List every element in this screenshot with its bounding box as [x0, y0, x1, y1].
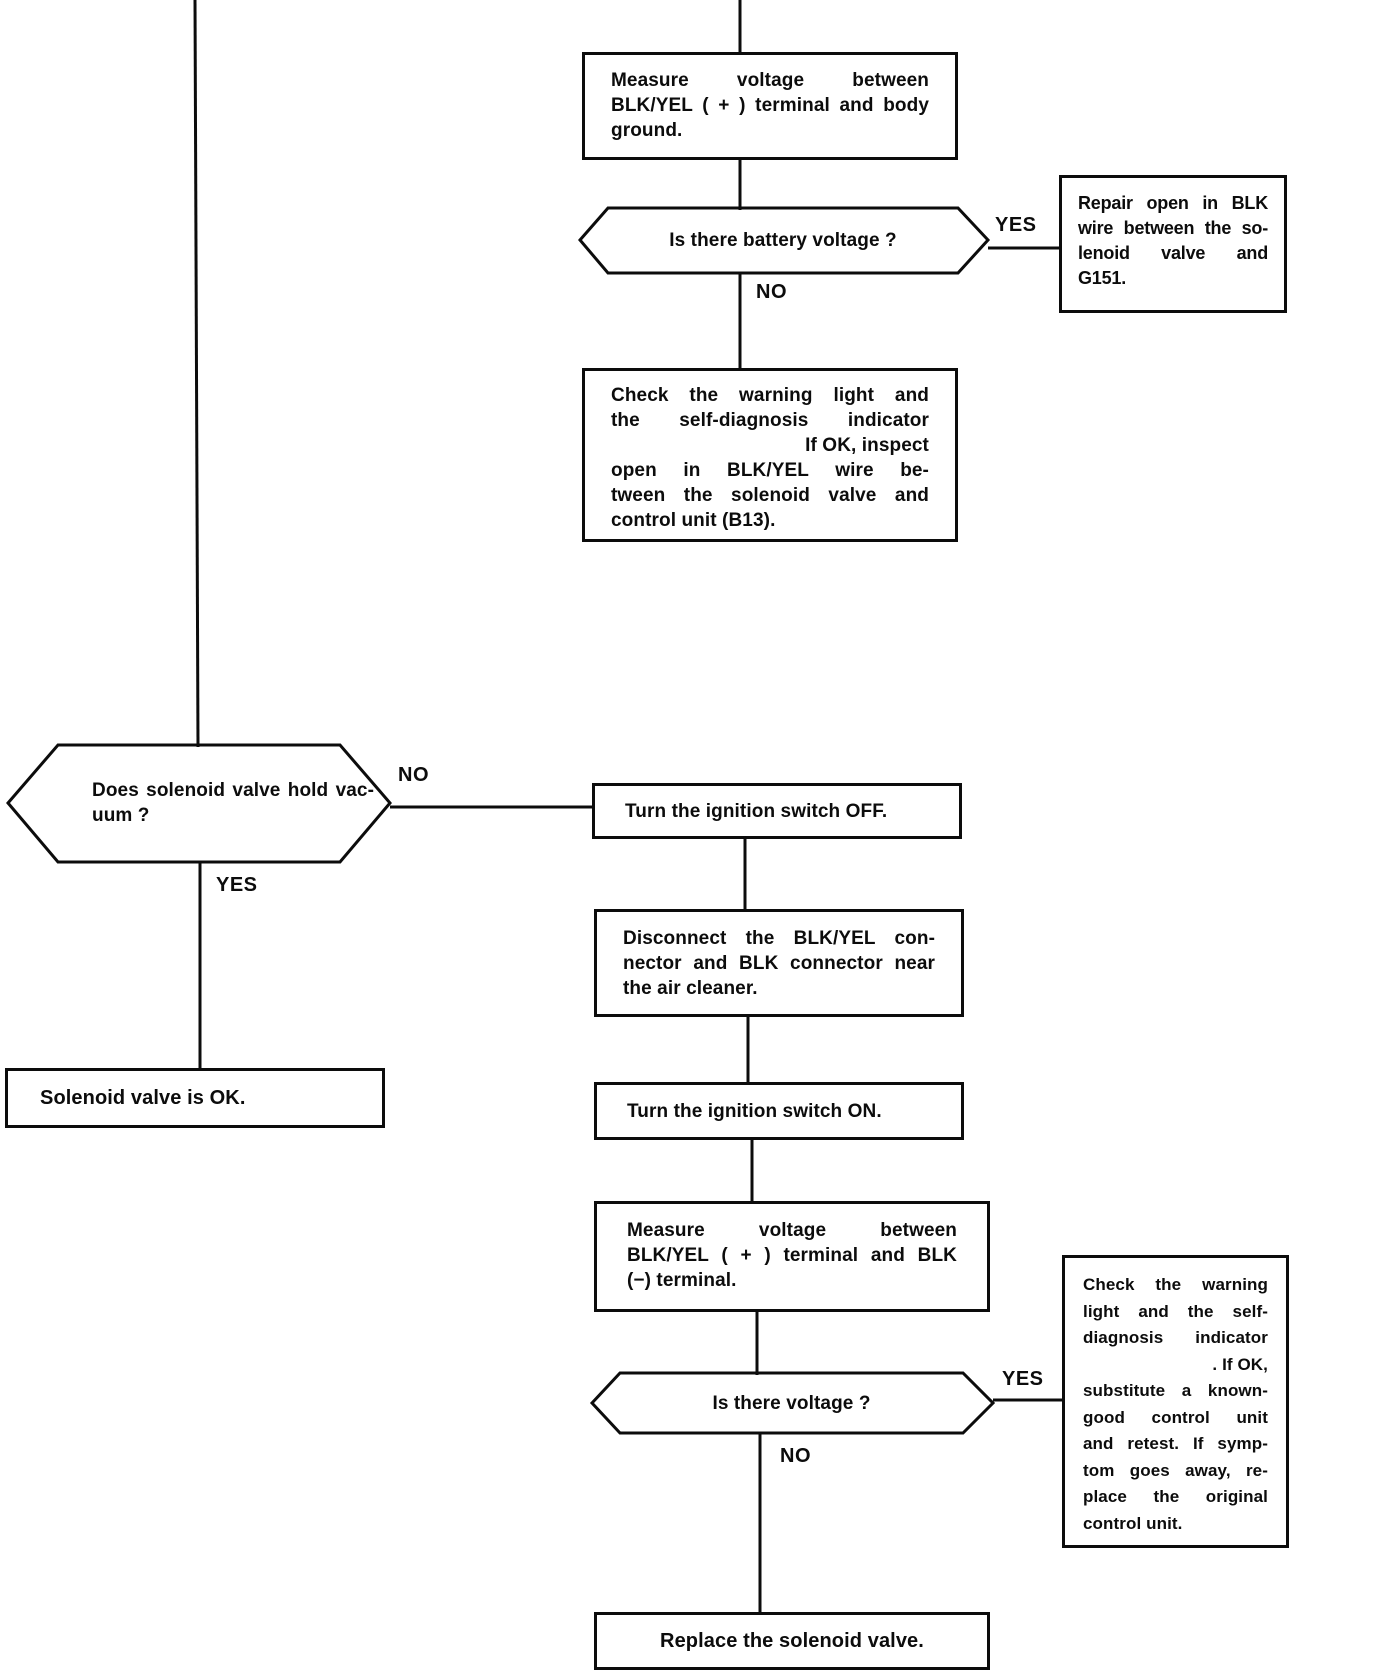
- text-line: lenoid valve and: [1078, 243, 1268, 263]
- edge-label-no: NO: [780, 1445, 811, 1467]
- text-line: place the original: [1083, 1487, 1268, 1506]
- text-line: Measure voltage between: [611, 70, 929, 91]
- step-ignition-on: Turn the ignition switch ON.: [594, 1082, 964, 1140]
- step-measure-blk-terminal: Measure voltage between BLK/YEL ( + ) te…: [594, 1201, 990, 1312]
- edge-label-yes: YES: [995, 214, 1037, 236]
- edge-label-no: NO: [398, 764, 429, 786]
- decision-label: Does solenoid valve hold vac-: [92, 780, 374, 801]
- action-check-warning-b13: Check the warning light and the self-dia…: [582, 368, 958, 542]
- decision-is-there-voltage: Is there voltage ?: [620, 1373, 963, 1433]
- step-ignition-off: Turn the ignition switch OFF.: [592, 783, 962, 839]
- step-measure-body-ground: Measure voltage between BLK/YEL ( + ) te…: [582, 52, 958, 160]
- text-line: open in BLK/YEL wire be-: [611, 460, 929, 481]
- text-line: Repair open in BLK: [1078, 193, 1268, 213]
- hexagon-is-there-voltage: [589, 1371, 996, 1435]
- text-line: Check the warning light and: [611, 385, 929, 406]
- result-replace-solenoid: Replace the solenoid valve.: [594, 1612, 990, 1670]
- edge-label-yes: YES: [216, 874, 258, 896]
- decision-label: Is there voltage ?: [712, 1392, 871, 1414]
- decision-label: uum ?: [92, 805, 150, 826]
- text-line: ground.: [611, 120, 683, 141]
- hexagon-hold-vacuum: [6, 743, 392, 864]
- text-line: tween the solenoid valve and: [611, 485, 929, 506]
- edge-label-yes: YES: [1002, 1368, 1044, 1390]
- text-line: control unit.: [1083, 1513, 1183, 1533]
- text-line: Turn the ignition switch ON.: [627, 1100, 882, 1122]
- step-disconnect-connectors: Disconnect the BLK/YEL con- nector and B…: [594, 909, 964, 1017]
- text-line: BLK/YEL ( + ) terminal and BLK: [627, 1245, 957, 1266]
- edge-label-no: NO: [756, 281, 787, 303]
- action-repair-open-blk: Repair open in BLK wire between the so- …: [1059, 175, 1287, 313]
- text-line: BLK/YEL ( + ) terminal and body: [611, 95, 929, 116]
- text-line: Solenoid valve is OK.: [40, 1086, 246, 1109]
- text-line: control unit (B13).: [611, 510, 776, 531]
- text-line: . If OK,: [1212, 1354, 1268, 1374]
- text-line: the air cleaner.: [623, 978, 758, 999]
- text-line: wire between the so-: [1078, 218, 1268, 238]
- text-line: If OK, inspect: [805, 435, 929, 456]
- wire-left-vertical: [193, 0, 200, 748]
- text-line: light and the self-: [1083, 1301, 1268, 1321]
- text-line: G151.: [1078, 268, 1127, 288]
- text-line: Check the warning: [1083, 1275, 1268, 1294]
- hexagon-battery-voltage: [578, 206, 991, 275]
- decision-label: Is there battery voltage ?: [669, 230, 897, 251]
- text-line: diagnosis indicator: [1083, 1328, 1268, 1347]
- text-line: nector and BLK connector near: [623, 953, 935, 974]
- action-check-warning-substitute: Check the warning light and the self- di…: [1062, 1255, 1289, 1548]
- text-line: Measure voltage between: [627, 1220, 957, 1241]
- text-line: tom goes away, re-: [1083, 1460, 1268, 1480]
- text-line: good control unit: [1083, 1407, 1268, 1427]
- text-line: Turn the ignition switch OFF.: [625, 800, 888, 822]
- text-line: Replace the solenoid valve.: [660, 1629, 924, 1652]
- text-line: and retest. If symp-: [1083, 1434, 1268, 1453]
- text-line: (−) terminal.: [627, 1270, 737, 1291]
- decision-battery-voltage: Is there battery voltage ?: [608, 208, 958, 273]
- text-line: the self-diagnosis indicator: [611, 410, 929, 431]
- decision-hold-vacuum: Does solenoid valve hold vac- uum ?: [92, 750, 374, 856]
- text-line: Disconnect the BLK/YEL con-: [623, 928, 935, 949]
- text-line: substitute a known-: [1083, 1381, 1268, 1400]
- result-solenoid-ok: Solenoid valve is OK.: [5, 1068, 385, 1128]
